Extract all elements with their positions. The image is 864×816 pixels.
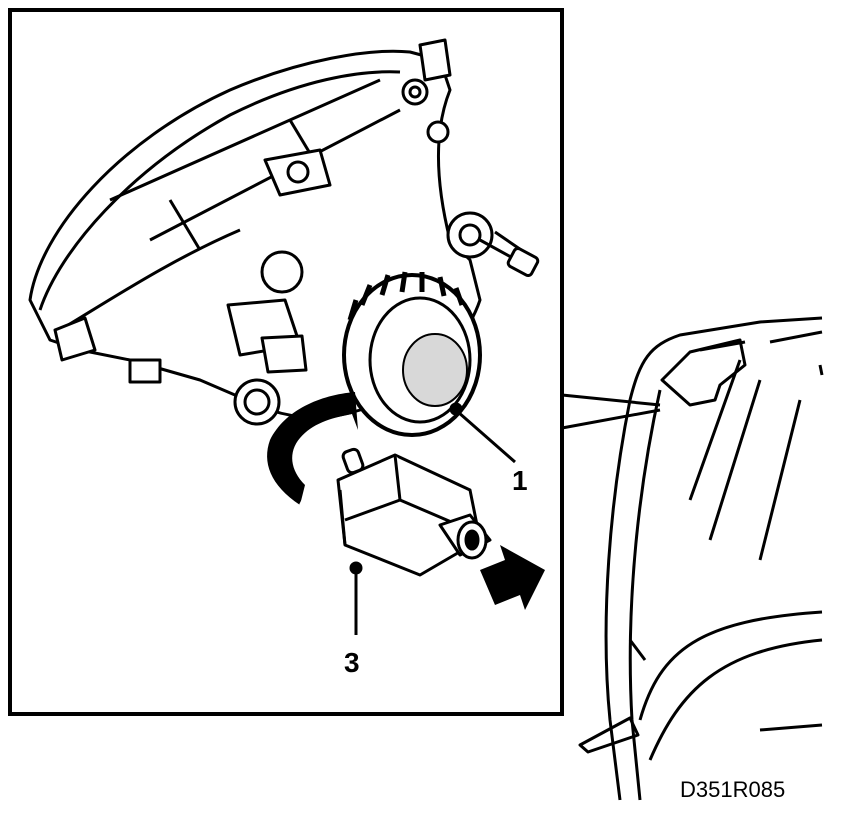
inset-pointer	[561, 393, 661, 430]
vehicle-front-outline	[578, 316, 824, 801]
bulb-cap-item-1	[342, 271, 482, 437]
actuator-motor-item-3	[336, 447, 492, 577]
callout-label-1: 1	[512, 465, 528, 496]
detail-inset-frame	[8, 8, 564, 716]
push-arrow	[480, 545, 545, 610]
rotation-arrow	[267, 392, 358, 506]
callout-label-3: 3	[344, 647, 360, 678]
figure-reference-code: D351R085	[680, 777, 785, 802]
leader-lines	[349, 402, 516, 635]
